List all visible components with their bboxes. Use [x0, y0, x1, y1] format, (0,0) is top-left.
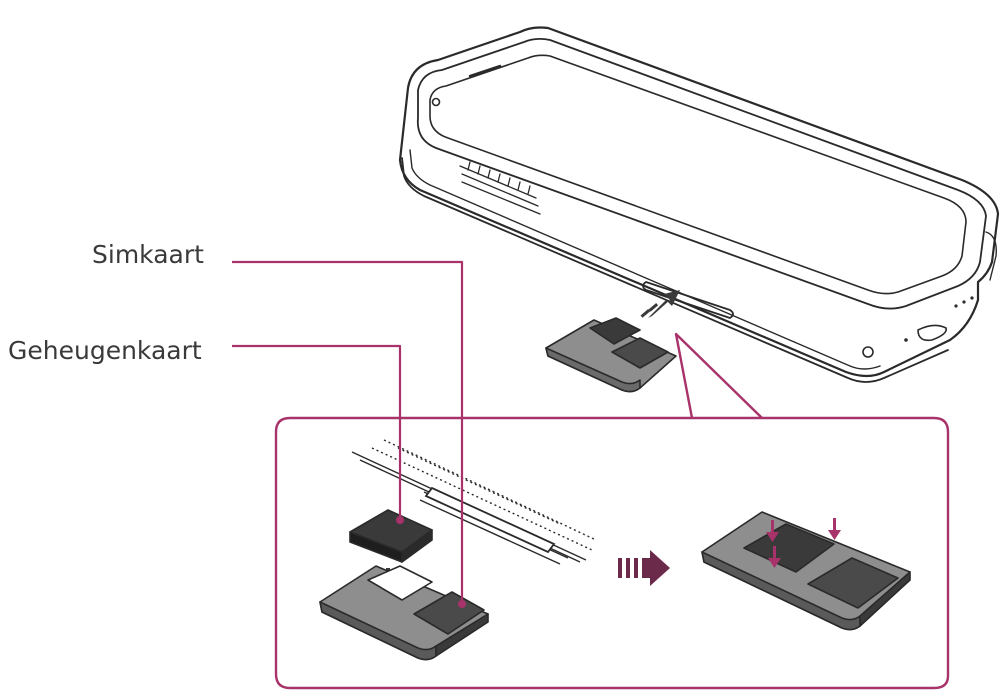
memory-card-front — [401, 529, 433, 563]
callout-dot-memory — [396, 516, 404, 524]
tray-left-sim-card — [413, 591, 485, 635]
arrow-down-icon — [828, 518, 841, 540]
callout-dot-sim — [458, 600, 466, 608]
phone-screen — [429, 54, 967, 295]
small-tray-edge — [545, 347, 641, 393]
detail-tray-right — [701, 511, 911, 631]
phone-front-frame — [416, 37, 987, 310]
phone-sim-slot — [642, 281, 734, 319]
front-camera-icon — [431, 97, 441, 107]
callout-lines — [232, 260, 466, 608]
usb-port — [917, 324, 948, 342]
tray-right-sim-card — [807, 557, 899, 609]
bottom-speaker-holes — [954, 296, 974, 308]
detail-phone-edge — [351, 439, 597, 565]
tray-right-front-lip — [859, 571, 911, 627]
callout-line-memory — [232, 344, 402, 520]
callout-line-sim — [232, 260, 464, 604]
arrow-down-icon — [768, 546, 781, 568]
phone-corner-detail — [985, 231, 997, 281]
memory-card-label: Geheugenkaart — [8, 336, 202, 365]
insert-arrow-icon — [640, 290, 680, 318]
detail-tray-left — [319, 565, 489, 661]
phone-side-edge-inner — [409, 149, 881, 370]
phone-outer-body — [398, 26, 1000, 378]
detail-slot-opening — [424, 486, 556, 554]
small-tray-nano-slot — [589, 317, 641, 345]
phone — [398, 26, 1000, 383]
memory-card — [349, 509, 433, 563]
arrow-down-icon — [766, 520, 779, 542]
zoom-callout — [674, 332, 763, 419]
sim-card-label: Simkaart — [92, 240, 204, 269]
phone-side-edge — [401, 157, 949, 383]
arrow-right-icon — [618, 550, 670, 586]
press-arrows — [766, 518, 841, 568]
tray-left-front-lip — [435, 613, 489, 657]
small-tray-sim-card — [611, 337, 669, 369]
small-sim-tray — [545, 317, 677, 393]
tray-left-empty-slot — [367, 565, 433, 601]
mic-hole — [904, 338, 908, 342]
side-grille — [459, 161, 541, 215]
detail-box — [274, 416, 950, 690]
earpiece — [468, 64, 502, 78]
headphone-jack-icon — [862, 346, 874, 358]
